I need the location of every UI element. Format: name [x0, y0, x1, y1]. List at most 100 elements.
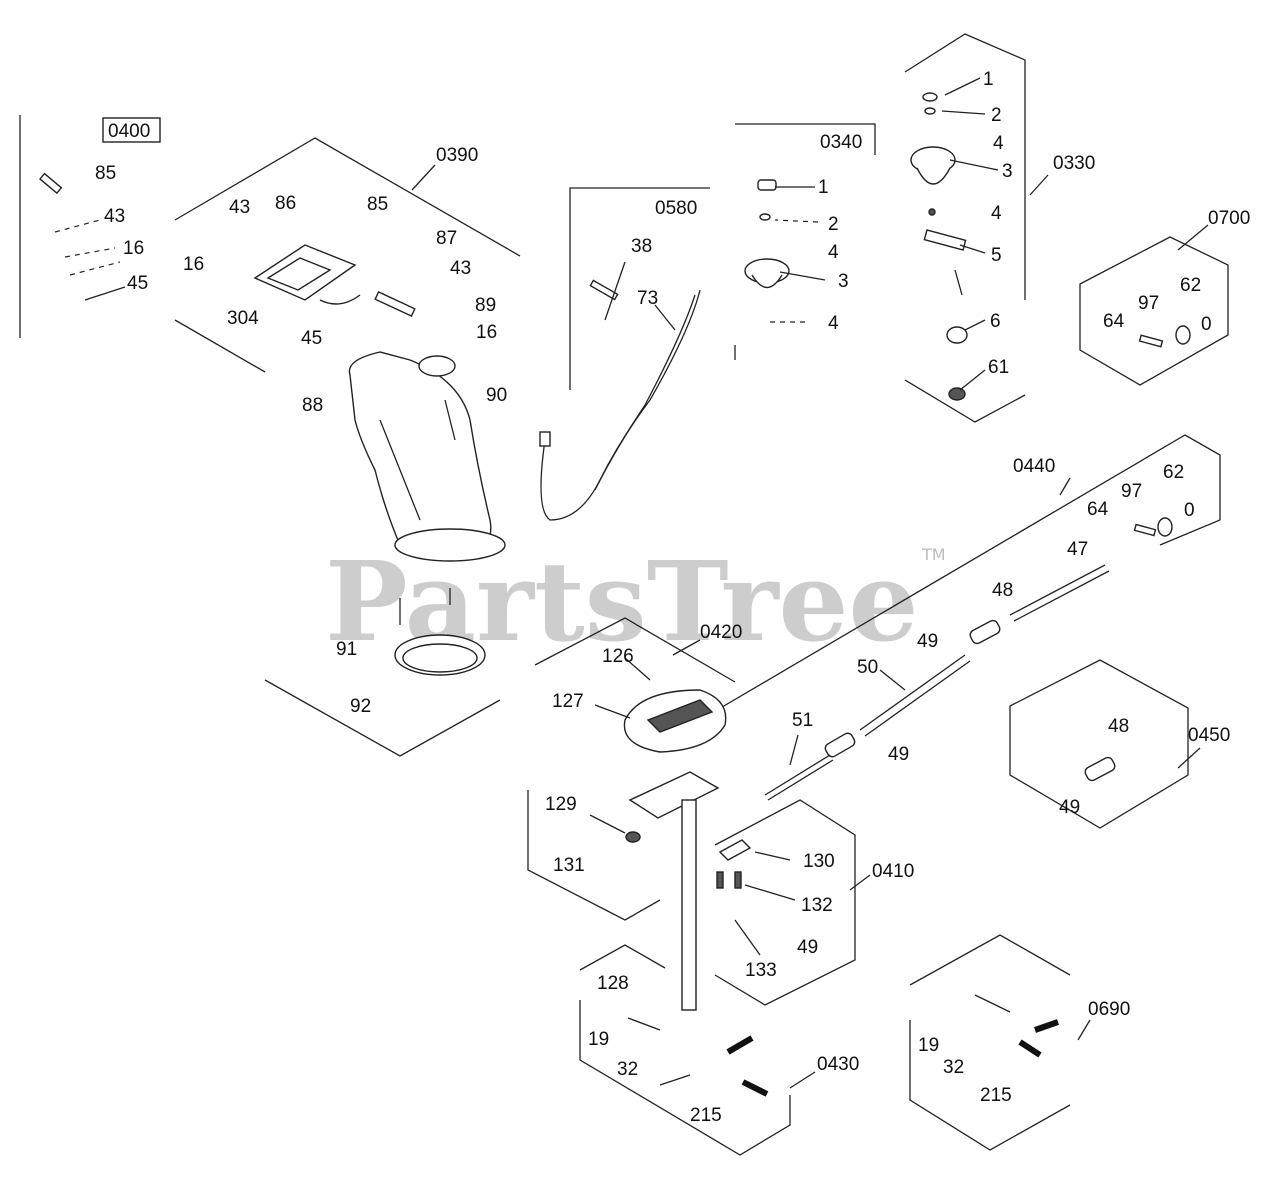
leader-0700 [1177, 224, 1209, 251]
bracket-plate-drawing [628, 771, 720, 819]
bolt-64b-drawing [1133, 523, 1157, 537]
part-label[interactable]: 86 [275, 193, 296, 214]
part-label[interactable]: 0 [1184, 500, 1195, 521]
part-label[interactable]: 45 [127, 273, 148, 294]
group-code-0440[interactable]: 0440 [1013, 456, 1055, 477]
part-label[interactable]: 133 [745, 960, 777, 981]
part-label[interactable]: 129 [545, 794, 577, 815]
group-code-0340[interactable]: 0340 [820, 132, 862, 153]
part-label[interactable]: 4 [828, 242, 839, 263]
shear-pin-215d-drawing [1018, 1039, 1042, 1058]
group-code-0450[interactable]: 0450 [1188, 725, 1230, 746]
leader-51 [789, 734, 799, 766]
part-label[interactable]: 0 [1201, 314, 1212, 335]
part-label[interactable]: 1 [983, 69, 994, 90]
pin-85-drawing [39, 172, 63, 195]
part-label[interactable]: 5 [991, 245, 1002, 266]
leader-0330 [1029, 174, 1049, 196]
part-label[interactable]: 90 [486, 385, 507, 406]
part-label[interactable]: 128 [597, 973, 629, 994]
cable-fitting-drawing [539, 431, 551, 447]
housing-127-grip [646, 699, 714, 733]
group-code-0700[interactable]: 0700 [1208, 208, 1250, 229]
part-label[interactable]: 61 [988, 357, 1009, 378]
part-label[interactable]: 4 [991, 203, 1002, 224]
leader-0410 [849, 874, 871, 891]
pin-32-drawing [659, 1074, 691, 1086]
group-code-0690[interactable]: 0690 [1088, 999, 1130, 1020]
part-label[interactable]: 92 [350, 696, 371, 717]
part-label[interactable]: 91 [336, 639, 357, 660]
part-label[interactable]: 49 [917, 631, 938, 652]
part-label[interactable]: 3 [838, 271, 849, 292]
part-label[interactable]: 19 [588, 1029, 609, 1050]
part-label[interactable]: 43 [104, 206, 125, 227]
group-code-0400[interactable]: 0400 [108, 121, 150, 142]
part-label[interactable]: 16 [183, 254, 204, 275]
spacer-4b-drawing [928, 208, 936, 216]
part-label[interactable]: 3 [1002, 161, 1013, 182]
part-label[interactable]: 48 [1108, 716, 1129, 737]
group-code-0390[interactable]: 0390 [436, 145, 478, 166]
part-label[interactable]: 132 [801, 895, 833, 916]
part-label[interactable]: 50 [857, 657, 878, 678]
group-code-0430[interactable]: 0430 [817, 1054, 859, 1075]
part-label[interactable]: 130 [803, 851, 835, 872]
part-label[interactable]: 64 [1103, 311, 1125, 332]
part-label[interactable]: 215 [980, 1085, 1012, 1106]
part-label[interactable]: 49 [797, 937, 818, 958]
leader-0450 [1177, 747, 1201, 769]
leader-1b [944, 77, 981, 96]
rod-50-edge [864, 660, 971, 737]
leader-50 [879, 669, 906, 691]
part-label[interactable]: 126 [602, 646, 634, 667]
part-label[interactable]: 16 [123, 238, 144, 259]
part-label[interactable]: 16 [476, 322, 497, 343]
part-label[interactable]: 131 [553, 855, 585, 876]
part-label[interactable]: 304 [227, 308, 259, 329]
part-label[interactable]: 88 [302, 395, 323, 416]
part-label[interactable]: 85 [367, 194, 388, 215]
group-code-0410[interactable]: 0410 [872, 861, 914, 882]
part-label[interactable]: 38 [631, 236, 652, 257]
part-label[interactable]: 48 [992, 580, 1013, 601]
part-label[interactable]: 62 [1180, 275, 1201, 296]
part-label[interactable]: 32 [943, 1057, 964, 1078]
shear-pin-215-drawing [726, 1035, 754, 1055]
leader-129 [589, 814, 626, 834]
part-label[interactable]: 4 [993, 133, 1004, 154]
part-label[interactable]: 64 [1087, 499, 1109, 520]
rod-51-edge [767, 759, 834, 801]
part-label[interactable]: 2 [991, 105, 1002, 126]
part-label[interactable]: 19 [918, 1035, 939, 1056]
leader-126 [624, 657, 651, 681]
part-label[interactable]: 127 [552, 691, 584, 712]
part-label[interactable]: 43 [229, 197, 250, 218]
group-code-0580[interactable]: 0580 [655, 198, 697, 219]
frame-0390-bottom [174, 319, 266, 373]
group-code-0420[interactable]: 0420 [700, 622, 742, 643]
part-label[interactable]: 45 [301, 328, 322, 349]
chute-base-ring [394, 528, 506, 562]
group-code-0330[interactable]: 0330 [1053, 153, 1095, 174]
part-label[interactable]: 215 [690, 1105, 722, 1126]
part-label[interactable]: 49 [888, 744, 909, 765]
part-label[interactable]: 49 [1059, 797, 1080, 818]
part-label[interactable]: 51 [792, 710, 813, 731]
part-label[interactable]: 89 [475, 295, 496, 316]
shaft-drawing [681, 799, 697, 1011]
leader-2a [774, 219, 819, 223]
part-label[interactable]: 62 [1163, 462, 1184, 483]
part-label[interactable]: 97 [1121, 481, 1142, 502]
part-label[interactable]: 2 [828, 214, 839, 235]
part-label[interactable]: 85 [95, 163, 116, 184]
part-label[interactable]: 4 [828, 313, 839, 334]
part-label[interactable]: 32 [617, 1059, 638, 1080]
part-label[interactable]: 6 [990, 311, 1001, 332]
part-label[interactable]: 87 [436, 228, 457, 249]
part-label[interactable]: 97 [1138, 293, 1159, 314]
part-label[interactable]: 73 [637, 288, 658, 309]
part-label[interactable]: 1 [818, 177, 829, 198]
part-label[interactable]: 47 [1067, 539, 1088, 560]
part-label[interactable]: 43 [450, 258, 471, 279]
